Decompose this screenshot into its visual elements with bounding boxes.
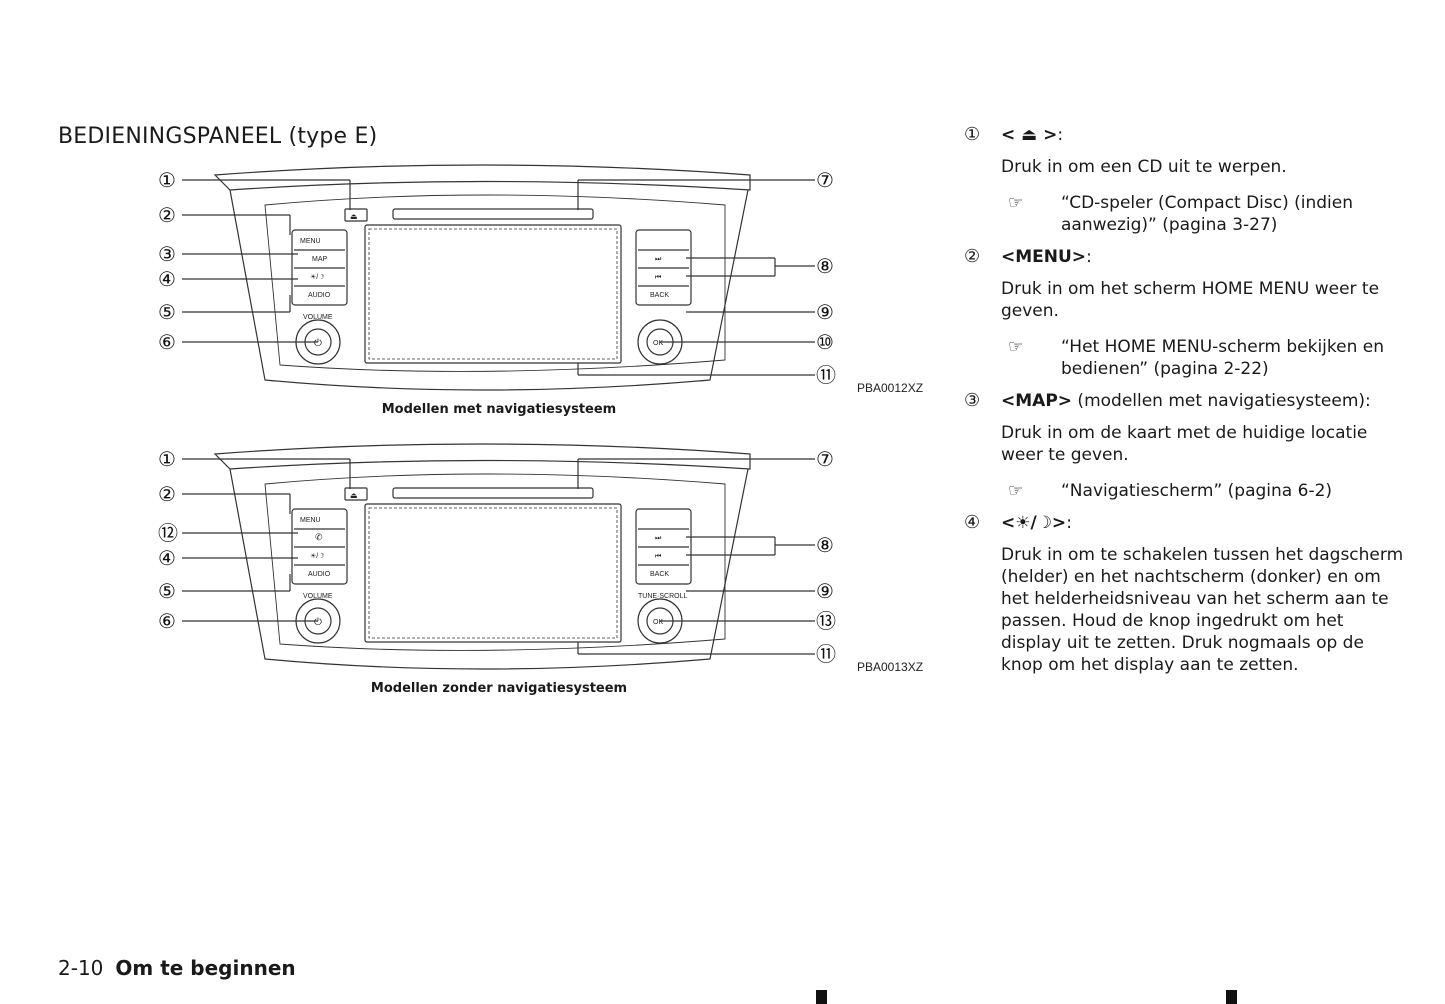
callout-right-1: ⑦ (816, 170, 834, 192)
description-column: ①< ⏏ >: Druk in om een CD uit te werpen.… (964, 124, 1404, 676)
callout-left-3: ⑫ (158, 522, 178, 545)
item-description: Druk in om een CD uit te werpen. (1001, 157, 1287, 177)
callout-right-3: ⑨ (816, 302, 834, 324)
next-track-label: ⏭ (655, 535, 662, 542)
day-night-button-label: ☀/☽ (310, 273, 325, 281)
cross-reference: “CD-speler (Compact Disc) (indien aanwez… (1061, 193, 1353, 235)
callout-left-4: ④ (158, 548, 176, 570)
item-key: < ⏏ > (1001, 125, 1058, 145)
callout-right-2: ⑧ (816, 535, 834, 557)
audio-button-label: AUDIO (308, 292, 331, 299)
back-button-label: BACK (650, 571, 669, 578)
callout-left-5: ⑤ (158, 302, 176, 324)
crop-mark (1226, 990, 1237, 1004)
item-3: ③<MAP> (modellen met navigatiesysteem): … (964, 390, 1404, 502)
control-panel-diagram: MENU ✆ ☀/☽ AUDIO ⏭ ⏮ BACK VOLUME TUNE·SC… (158, 443, 836, 670)
figure-code: PBA0013XZ (857, 660, 924, 674)
chapter-title: Om te beginnen (115, 956, 296, 980)
ok-knob-label: OK (653, 340, 663, 347)
callout-left-1: ① (158, 449, 176, 471)
control-panel-diagram: MENU MAP ☀/☽ AUDIO ⏭ ⏮ BACK VOLUME OK ⏏ … (158, 164, 836, 391)
callout-left-2: ② (158, 484, 176, 506)
callout-left-4: ④ (158, 269, 176, 291)
callout-right-1: ⑦ (816, 449, 834, 471)
item-2: ②<MENU>: Druk in om het scherm HOME MENU… (964, 246, 1404, 380)
item-key: <☀/☽> (1001, 513, 1067, 533)
callout-left-2: ② (158, 205, 176, 227)
pointing-hand-icon: ☞ (1008, 337, 1024, 357)
callout-left-1: ① (158, 170, 176, 192)
map-button-label: MAP (312, 256, 328, 263)
item-number: ① (964, 124, 981, 145)
prev-track-label: ⏮ (655, 553, 661, 560)
day-night-button-label: ☀/☽ (310, 552, 325, 560)
figure-caption: Modellen met navigatiesysteem (381, 402, 617, 417)
callout-left-6: ⑥ (158, 611, 176, 633)
menu-button-label: MENU (300, 238, 321, 245)
phone-icon: ✆ (315, 532, 323, 542)
ok-knob-label: OK (653, 619, 663, 626)
figure-without-navigation: MENU ✆ ☀/☽ AUDIO ⏭ ⏮ BACK VOLUME TUNE·SC… (150, 434, 940, 694)
callout-right-4: ⑬ (816, 610, 836, 633)
eject-icon: ⏏ (350, 212, 358, 221)
callout-right-4: ⑩ (816, 332, 834, 354)
tune-scroll-knob-label: TUNE·SCROLL (638, 593, 688, 600)
callout-left-3: ③ (158, 244, 176, 266)
eject-icon: ⏏ (350, 491, 358, 500)
item-number: ④ (964, 512, 981, 533)
next-track-label: ⏭ (655, 256, 662, 263)
figure-caption: Modellen zonder navigatiesysteem (370, 681, 628, 696)
item-description: Druk in om de kaart met de huidige locat… (1001, 423, 1368, 465)
figure-with-navigation: MENU MAP ☀/☽ AUDIO ⏭ ⏮ BACK VOLUME OK ⏏ … (150, 155, 940, 415)
audio-button-label: AUDIO (308, 571, 331, 578)
item-1: ①< ⏏ >: Druk in om een CD uit te werpen.… (964, 124, 1404, 236)
prev-track-label: ⏮ (655, 274, 661, 281)
callout-right-5: ⑪ (816, 364, 836, 387)
pointing-hand-icon: ☞ (1008, 481, 1024, 501)
page-title: BEDIENINGSPANEEL (type E) (58, 124, 378, 149)
power-icon: ⏻ (314, 617, 322, 628)
callout-left-5: ⑤ (158, 581, 176, 603)
item-number: ③ (964, 390, 981, 411)
item-key: <MENU> (1001, 247, 1087, 267)
figure-code: PBA0012XZ (857, 381, 924, 395)
pointing-hand-icon: ☞ (1008, 193, 1024, 213)
callout-right-2: ⑧ (816, 256, 834, 278)
item-key: <MAP> (1001, 391, 1073, 411)
item-description: Druk in om te schakelen tussen het dagsc… (1001, 545, 1404, 675)
back-button-label: BACK (650, 292, 669, 299)
crop-mark (816, 990, 827, 1004)
page-footer: 2-10 Om te beginnen (58, 956, 296, 980)
callout-right-3: ⑨ (816, 581, 834, 603)
cross-reference: “Navigatiescherm” (pagina 6-2) (1061, 481, 1333, 501)
item-4: ④<☀/☽>: Druk in om te schakelen tussen h… (964, 512, 1404, 675)
item-description: Druk in om het scherm HOME MENU weer te … (1001, 279, 1380, 321)
callout-left-6: ⑥ (158, 332, 176, 354)
volume-knob-label: VOLUME (303, 593, 333, 600)
volume-knob-label: VOLUME (303, 314, 333, 321)
item-number: ② (964, 246, 981, 267)
power-icon: ⏻ (314, 338, 322, 349)
menu-button-label: MENU (300, 517, 321, 524)
callout-right-5: ⑪ (816, 643, 836, 666)
page-number: 2-10 (58, 956, 104, 980)
cross-reference: “Het HOME MENU-scherm bekijken en bedien… (1061, 337, 1385, 379)
